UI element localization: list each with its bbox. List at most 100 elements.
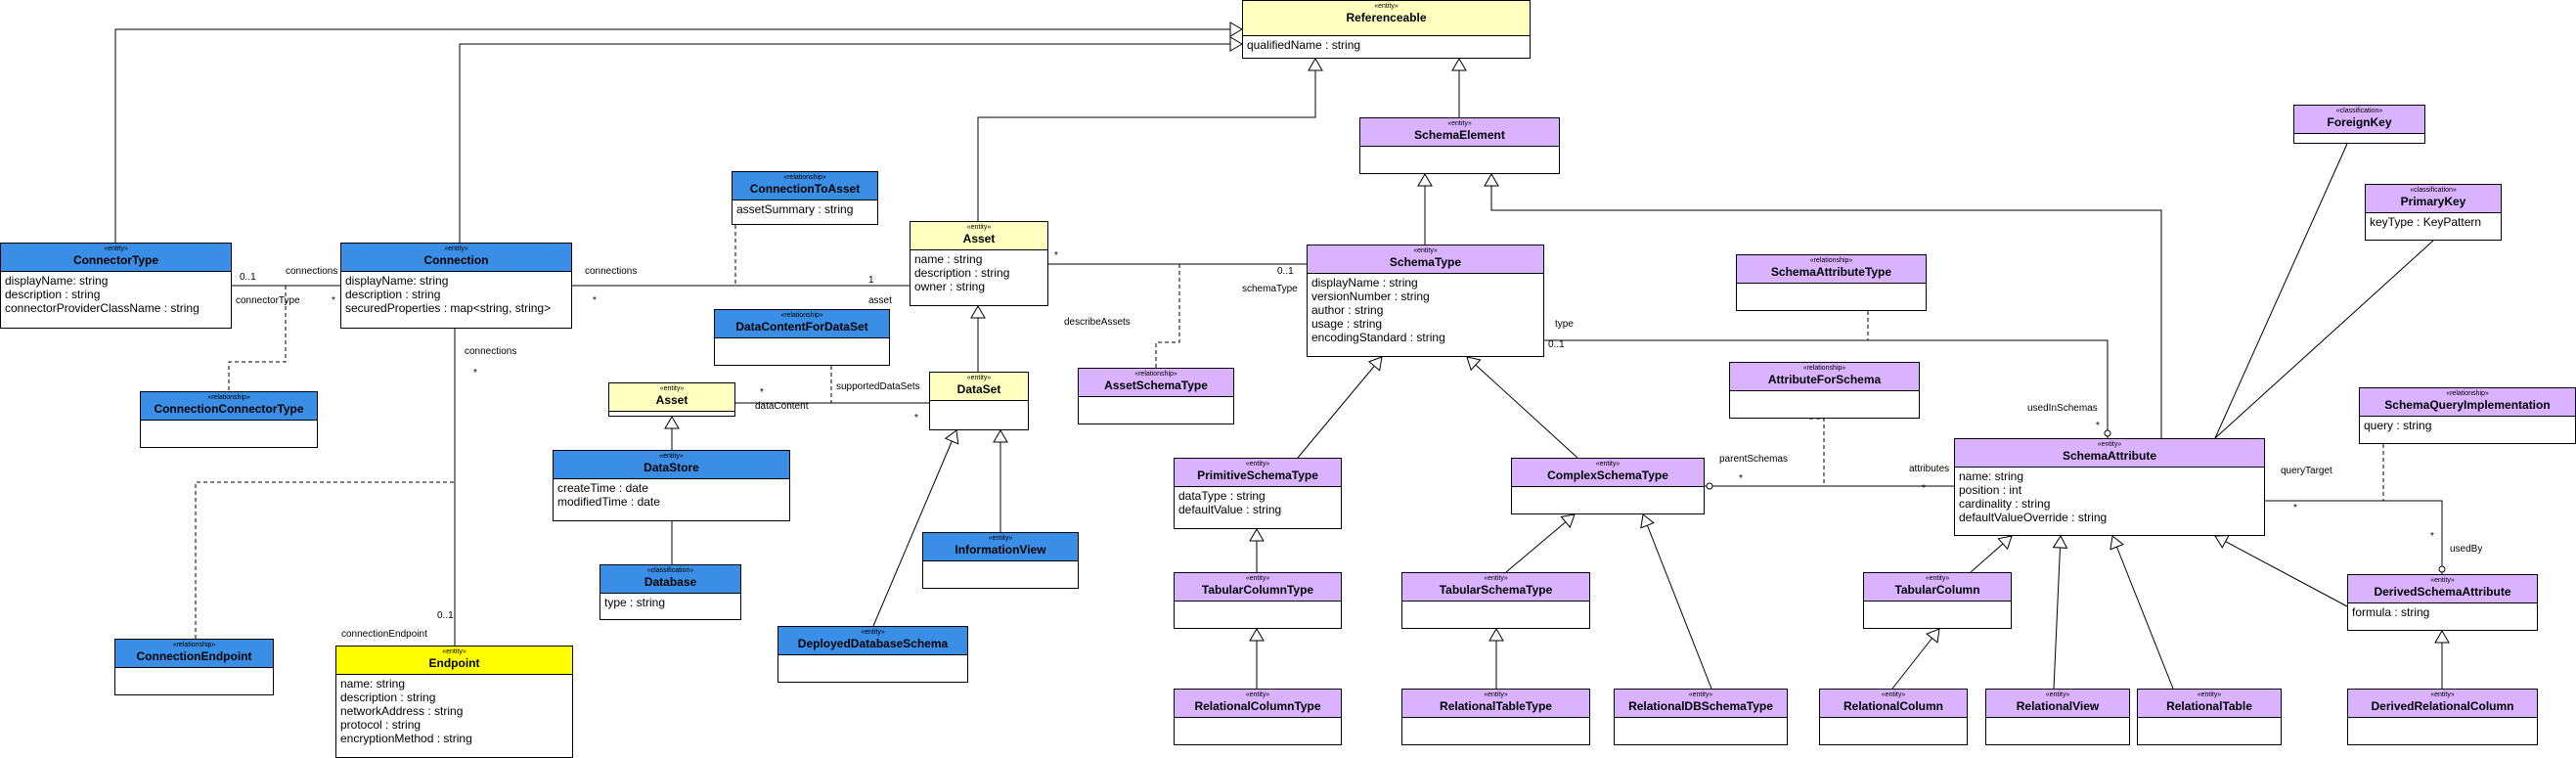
attribute-row: name: string: [1959, 469, 2024, 483]
class-box-dataset[interactable]: «entity»DataSet: [929, 372, 1029, 430]
class-header: «entity»ConnectorType: [1, 244, 231, 272]
class-name: TabularColumnType: [1201, 583, 1314, 597]
generalization-arrowhead: [1640, 513, 1655, 529]
association-line: [2214, 240, 2434, 439]
stereotype-label: «entity»: [988, 535, 1013, 542]
class-header: «entity»SchemaElement: [1360, 118, 1559, 147]
class-name: Endpoint: [428, 656, 480, 670]
stereotype-label: «entity»: [659, 385, 685, 392]
class-box-relationalview[interactable]: «entity»RelationalView: [1985, 689, 2130, 745]
attribute-list: [1986, 718, 2129, 722]
association-end-circle: [2104, 429, 2111, 437]
class-header: «entity»ComplexSchemaType: [1512, 459, 1704, 487]
association-label: connectionEndpoint: [341, 629, 427, 640]
stereotype-label: «entity»: [1245, 575, 1270, 582]
class-header: «entity»RelationalColumnType: [1175, 690, 1341, 718]
generalization-arrowhead: [1466, 356, 1482, 372]
stereotype-label: «entity»: [1374, 3, 1399, 10]
association-end-circle: [2438, 565, 2446, 573]
attribute-list: [1402, 602, 1589, 605]
class-box-derivedrelationalcolumn[interactable]: «entity»DerivedRelationalColumn: [2347, 689, 2538, 745]
attribute-list: [1820, 718, 1967, 722]
generalization-arrowhead: [1229, 22, 1243, 37]
dashed-link-line: [195, 481, 454, 639]
class-name: RelationalColumnType: [1194, 699, 1321, 713]
attribute-row: owner : string: [914, 280, 986, 293]
association-line: [1466, 356, 1578, 459]
class-name: SchemaQueryImplementation: [2384, 398, 2551, 412]
class-box-asset2[interactable]: «entity»Asset: [608, 382, 735, 417]
attribute-row: keyType : KeyPattern: [2370, 215, 2482, 229]
generalization-arrowhead: [2214, 534, 2230, 549]
class-box-relationaldbschematype[interactable]: «entity»RelationalDBSchemaType: [1614, 689, 1788, 745]
attribute-row: name: string: [340, 677, 406, 691]
class-box-relationalcolumntype[interactable]: «entity»RelationalColumnType: [1174, 689, 1342, 745]
stereotype-label: «classification»: [2335, 108, 2383, 114]
association-line: [977, 59, 1316, 221]
generalization-arrowhead: [1451, 58, 1467, 71]
generalization-arrowhead: [1249, 528, 1265, 542]
attribute-row: networkAddress : string: [340, 704, 464, 718]
class-box-foreignkey[interactable]: «classification»ForeignKey: [2293, 105, 2425, 144]
stereotype-label: «entity»: [1881, 691, 1906, 698]
class-box-relationaltable[interactable]: «entity»RelationalTable: [2137, 689, 2282, 745]
class-box-schemaelement[interactable]: «entity»SchemaElement: [1359, 117, 1560, 174]
class-name: RelationalView: [2016, 699, 2100, 713]
attribute-list: [1402, 718, 1589, 722]
association-label: 0..1: [1548, 339, 1565, 350]
class-box-relationaltabletype[interactable]: «entity»RelationalTableType: [1401, 689, 1590, 745]
class-header: «entity»DeployedDatabaseSchema: [778, 627, 967, 655]
attribute-row: description : string: [914, 266, 1010, 280]
attribute-list: [930, 401, 1028, 405]
class-box-informationview[interactable]: «entity»InformationView: [922, 532, 1079, 589]
class-box-connectionconnectortype[interactable]: «relationship»ConnectionConnectorType: [140, 391, 318, 448]
association-label: asset: [868, 295, 892, 306]
class-box-deployeddatabaseschema[interactable]: «entity»DeployedDatabaseSchema: [777, 626, 968, 683]
class-box-datacontentfordataset[interactable]: «relationship»DataContentForDataSet: [714, 309, 890, 366]
attribute-list: [778, 655, 967, 659]
attribute-list: qualifiedName : string: [1243, 36, 1530, 54]
class-header: «entity»DataSet: [930, 373, 1028, 401]
class-box-relationalcolumn[interactable]: «entity»RelationalColumn: [1819, 689, 1968, 745]
association-line: [2214, 143, 2348, 439]
class-name: AssetSchemaType: [1104, 379, 1208, 392]
generalization-arrowhead: [1417, 173, 1433, 187]
class-name: PrimaryKey: [2400, 195, 2466, 208]
generalization-arrowhead: [1488, 628, 1504, 642]
class-box-schemaattributetype[interactable]: «relationship»SchemaAttributeType: [1736, 254, 1927, 311]
class-name: ConnectionToAsset: [749, 182, 861, 196]
class-box-assetschematype[interactable]: «relationship»AssetSchemaType: [1078, 368, 1234, 424]
generalization-arrowhead: [1308, 58, 1323, 71]
class-box-complexschematype[interactable]: «entity»ComplexSchemaType: [1511, 458, 1705, 514]
stereotype-label: «classification»: [646, 567, 694, 574]
class-name: Asset: [655, 393, 688, 407]
class-box-attributeforschema[interactable]: «relationship»AttributeForSchema: [1729, 362, 1920, 419]
class-box-connectionendpoint[interactable]: «relationship»ConnectionEndpoint: [114, 639, 274, 695]
class-box-tabularschematype[interactable]: «entity»TabularSchemaType: [1401, 572, 1590, 629]
class-header: «entity»RelationalTableType: [1402, 690, 1589, 718]
class-box-tabularcolumntype[interactable]: «entity»TabularColumnType: [1174, 572, 1342, 629]
association-line: [1505, 513, 1576, 573]
stereotype-label: «entity»: [2045, 691, 2070, 698]
class-box-tabularcolumn[interactable]: «entity»TabularColumn: [1863, 572, 2012, 629]
attribute-row: modifiedTime : date: [557, 495, 660, 509]
attribute-list: query : string: [2360, 417, 2575, 434]
generalization-arrowhead: [993, 429, 1008, 443]
